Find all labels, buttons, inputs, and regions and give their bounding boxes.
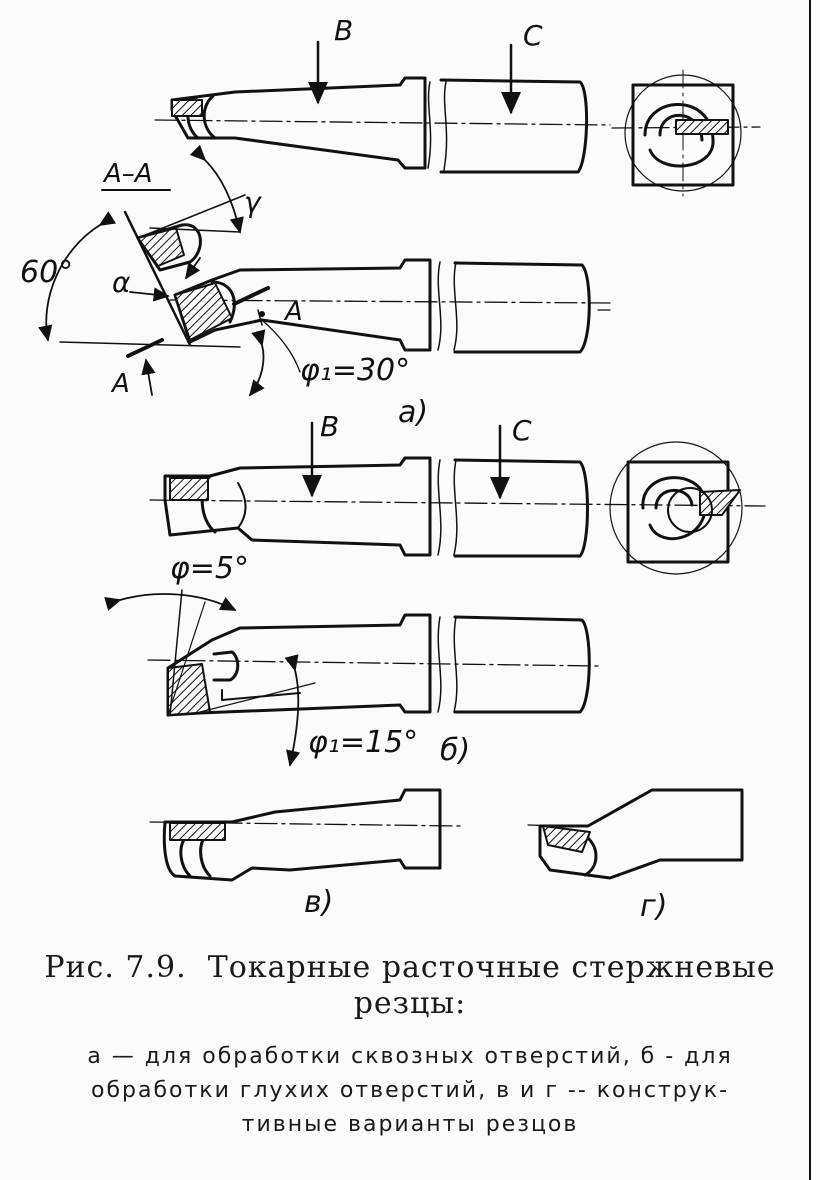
angle-phi1-30-dim (248, 319, 301, 397)
caption-body-line3: тивные варианты резцов (241, 1112, 579, 1137)
section-mark-a-left (126, 338, 164, 396)
label-section-mark-left: A (110, 369, 130, 399)
label-phi1-15: φ₁=15° (308, 725, 418, 760)
tool-v-view (149, 788, 461, 882)
caption-title-line2: резцы: (353, 986, 467, 1021)
label-sub-a: а) (398, 395, 428, 430)
tool-a-end-view (611, 69, 761, 197)
section-mark-a-right (232, 286, 270, 326)
label-gamma: γ (244, 186, 262, 219)
label-sub-v: в) (304, 885, 333, 920)
label-section-mark-right: A (283, 297, 303, 327)
boring-tool-drawing: B C A–A γ 60° α A A φ₁=30° а) B C φ=5° φ… (20, 14, 766, 924)
figure-caption-body: а — для обработки сквозных отверстий, б … (0, 1040, 820, 1142)
tool-b-end-view (609, 441, 743, 575)
label-force-b-top: B (334, 14, 353, 47)
page-edge-line (809, 0, 811, 1180)
caption-title-line1: Рис. 7.9. Токарные расточные стержневые (44, 950, 775, 985)
label-phi-5: φ=5° (170, 551, 249, 586)
tool-a-side-view (59, 258, 611, 354)
caption-number: Рис. 7.9. (44, 950, 187, 985)
label-section-a-a: A–A (102, 159, 153, 189)
label-sub-b: б) (440, 733, 470, 768)
figure-caption-title: Рис. 7.9. Токарные расточные стержневые … (0, 950, 820, 1022)
label-sub-g: г) (640, 889, 667, 924)
caption-body-line2: обработки глухих отверстий, в и г -- кон… (90, 1078, 730, 1103)
tool-b-top-view (149, 456, 766, 558)
tool-g-view (527, 788, 744, 880)
caption-title-text: Токарные расточные стержневые (207, 950, 776, 985)
label-phi1-30: φ₁=30° (300, 353, 410, 388)
caption-body-line1: а — для обработки сквозных отверстий, б … (87, 1044, 733, 1069)
label-force-b-mid: B (320, 410, 339, 443)
tool-b-side-view (104, 589, 601, 767)
label-alpha: α (112, 266, 131, 299)
section-a-a (38, 144, 246, 347)
tool-a-top-view (154, 76, 611, 174)
label-angle-60: 60° (20, 255, 73, 290)
label-force-c-mid: C (512, 414, 532, 447)
label-force-c-top: C (523, 19, 543, 52)
